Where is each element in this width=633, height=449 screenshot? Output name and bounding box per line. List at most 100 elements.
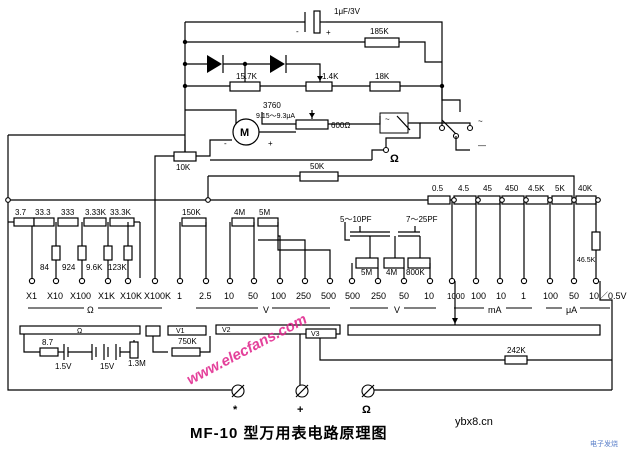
dcv-resistor-1 <box>231 217 255 227</box>
potentiometer-600-label: 600Ω <box>331 121 350 130</box>
current-resistor-label-6: 40K <box>578 184 593 193</box>
diode-1 <box>207 55 222 73</box>
switch-bar-ohm[interactable] <box>19 325 141 335</box>
range-ma-0[interactable]: 1000 <box>447 292 465 301</box>
potentiometer-10k <box>173 151 197 162</box>
capacitor-minus: - <box>296 27 299 36</box>
ohm-shunt-label-2: 9.6K <box>86 263 103 272</box>
current-resistor-label-1: 4.5 <box>458 184 470 193</box>
range-ma-1[interactable]: 100 <box>471 291 486 301</box>
corner-mark: 电子发烧 <box>590 439 618 448</box>
dcv-resistor-label-1: 4M <box>234 208 245 217</box>
ohm-shunt-label-0: 84 <box>40 263 49 272</box>
resistor-8-7 <box>39 347 59 357</box>
acv-resistor-2 <box>407 257 431 269</box>
terminals: * + Ω <box>230 384 375 416</box>
ohm-resistor-bank: 3.7 33.3 333 3.33K 33.3K 84 924 9.6K 123… <box>8 208 156 278</box>
resistor-1-3m-label: 1.3M <box>128 359 146 368</box>
diode-2 <box>270 55 285 73</box>
range-acv-0[interactable]: 500 <box>345 291 360 301</box>
unit-ma: mA <box>488 305 502 315</box>
current-resistor-1 <box>453 195 477 205</box>
dcv-resistor-bank: 150K 4M 5M <box>179 208 331 278</box>
meter-plus: + <box>268 139 273 148</box>
meter-current-label: 9.15～9.3μA <box>256 113 295 120</box>
switch-bar-v2[interactable] <box>215 324 341 335</box>
range-acv-1[interactable]: 250 <box>371 291 386 301</box>
switch-bar-v3[interactable] <box>305 328 337 339</box>
current-resistor-label-5: 5K <box>555 184 565 193</box>
range-dcv-0[interactable]: 1 <box>177 291 182 301</box>
switch-bar-ohm-label: Ω <box>77 328 82 335</box>
ohm-shunt-1 <box>77 245 87 261</box>
range-dcv-1[interactable]: 2.5 <box>199 291 212 301</box>
range-dcv-3[interactable]: 50 <box>248 291 258 301</box>
range-ma-3[interactable]: 1 <box>521 291 526 301</box>
top-network: 1μF/3V - + 185K 15.7K 1.4K 18K <box>182 7 445 135</box>
range-dcv-5[interactable]: 250 <box>296 291 311 301</box>
resistor-1-4k-label: 1.4K <box>322 72 339 81</box>
dcv-resistor-label-0: 150K <box>182 208 201 217</box>
acv-resistor-label-0: 5M <box>361 268 372 277</box>
range-ohm-1[interactable]: X10 <box>47 291 63 301</box>
resistor-242k <box>504 355 528 365</box>
ohm-resistor-label-0: 3.7 <box>15 208 27 217</box>
range-ohm-3[interactable]: X1K <box>98 291 115 301</box>
ohm-resistor-label-4: 33.3K <box>110 208 132 217</box>
ohm-resistor-3 <box>83 217 107 227</box>
battery-1-5v: 1.5V <box>55 362 72 371</box>
range-ua-1[interactable]: 50 <box>569 291 579 301</box>
range-acv-3[interactable]: 10 <box>424 291 434 301</box>
resistor-750k <box>171 347 201 357</box>
current-resistor-2 <box>477 195 501 205</box>
resistor-18k <box>369 81 401 92</box>
unit-acv: V <box>394 305 400 315</box>
ac-symbol-switch: ~ <box>478 117 483 126</box>
dcv-resistor-label-2: 5M <box>259 208 270 217</box>
range-acv-2[interactable]: 50 <box>399 291 409 301</box>
switch-bar-v2-label: V2 <box>222 327 231 334</box>
ohm-resistor-0 <box>13 217 35 227</box>
current-resistor-label-4: 4.5K <box>528 184 545 193</box>
range-ohm-5[interactable]: X100K <box>144 291 171 301</box>
dcv-resistor-0 <box>181 217 207 227</box>
resistor-8-7-label: 8.7 <box>42 338 54 347</box>
switch-bar-current[interactable] <box>347 324 601 336</box>
resistor-1-3m <box>129 341 139 359</box>
switch-bar-v1[interactable] <box>167 325 207 336</box>
meter-minus: - <box>224 139 227 148</box>
current-resistor-label-3: 450 <box>505 184 519 193</box>
terminal-plus-label: + <box>297 404 303 416</box>
range-ohm-0[interactable]: X1 <box>26 291 37 301</box>
range-ua-0[interactable]: 100 <box>543 291 558 301</box>
range-dcv-4[interactable]: 100 <box>271 291 286 301</box>
range-ohm-2[interactable]: X100 <box>70 291 91 301</box>
switch-small-box[interactable] <box>145 325 161 337</box>
unit-ohm: Ω <box>87 305 94 315</box>
acv-resistor-1 <box>383 257 405 269</box>
ohm-shunt-3 <box>123 245 133 261</box>
range-dcv-2[interactable]: 10 <box>224 291 234 301</box>
resistor-185k <box>364 37 400 48</box>
current-resistor-4 <box>525 195 549 205</box>
unit-ua: μA <box>566 305 577 315</box>
range-ma-2[interactable]: 10 <box>496 291 506 301</box>
current-resistor-6 <box>575 195 597 205</box>
current-resistor-0 <box>427 195 451 205</box>
ac-cap-label-1: 7～25PF <box>406 215 438 224</box>
resistor-18k-label: 18K <box>375 72 390 81</box>
battery-section: 8.7 1.5V 15V 1.3M 750K 242K <box>23 334 612 391</box>
ohm-resistor-2 <box>57 217 79 227</box>
ac-symbol-meter: ~ <box>385 115 390 124</box>
site-mark: ybx8.cn <box>455 416 493 428</box>
range-dcv-6[interactable]: 500 <box>321 291 336 301</box>
acv-resistor-0 <box>355 257 379 269</box>
resistor-50k <box>299 171 339 182</box>
range-ohm-4[interactable]: X10K <box>120 291 142 301</box>
resistor-46-5k-label: 46.5K <box>577 257 596 264</box>
acv-section: 5～10PF 7～25PF 5M 4M 800K <box>340 215 438 278</box>
ohm-switch-symbol: Ω <box>390 153 399 165</box>
ohm-resistor-label-3: 3.33K <box>85 208 107 217</box>
range-ua-2[interactable]: 10／0.5V <box>589 291 627 301</box>
ohm-shunt-label-3: 123K <box>108 263 127 272</box>
